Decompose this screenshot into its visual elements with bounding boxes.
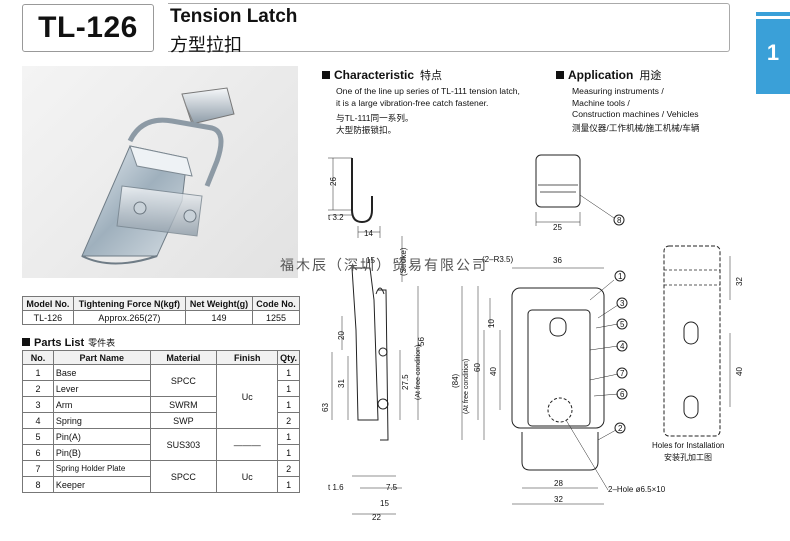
dim-label: 15: [380, 499, 389, 508]
chapter-tab-stripe: [756, 16, 790, 19]
characteristic-line: 大型防振锁扣。: [336, 124, 397, 135]
part-no: 8: [22, 476, 54, 493]
table-row: 5 Pin(A) SUS303 ——— 1: [22, 428, 300, 461]
dim-label: t 3.2: [328, 213, 344, 222]
characteristic-line: it is a large vibration-free catch faste…: [336, 97, 489, 108]
application-title-cn: 用途: [639, 70, 662, 82]
product-title-en: Tension Latch: [170, 6, 298, 27]
model-number: TL-126: [22, 4, 154, 52]
application-title-en: Application: [568, 68, 634, 82]
characteristic-title: Characteristic 特点: [322, 67, 442, 83]
dim-label: 36: [553, 256, 562, 265]
product-title-cn: 方型拉扣: [170, 35, 242, 55]
dim-label: 14: [364, 229, 373, 238]
spec-cell: 1255: [251, 310, 301, 325]
dim-label: 10: [487, 319, 496, 328]
dim-label: 63: [321, 403, 330, 412]
spec-cell: 149: [185, 310, 253, 325]
callout-7: 7: [620, 369, 625, 378]
dim-label: (2–R3.5): [482, 255, 513, 264]
dim-label: 20: [337, 331, 346, 340]
part-no: 3: [22, 396, 54, 413]
dim-label: 15: [366, 256, 375, 265]
spec-header: Code No.: [251, 296, 301, 311]
dim-label: 40: [489, 367, 498, 376]
part-name: Keeper: [52, 476, 151, 493]
application-line: Machine tools /: [572, 97, 630, 108]
dim-label: 27.5: [401, 374, 410, 390]
table-row: 1 Base SPCC Uc 1: [22, 364, 300, 429]
dim-label: 60: [473, 363, 482, 372]
callout-1: 1: [618, 272, 623, 281]
characteristic-text: One of the line up series of TL-111 tens…: [336, 86, 551, 136]
holes-caption-cn: 安装孔加工图: [664, 452, 712, 462]
application-line: Construction machines / Vehicles: [572, 109, 699, 119]
application-line: 测量仪器/工作机械/施工机械/车辆: [572, 122, 700, 133]
dim-label: 26: [329, 177, 338, 186]
table-row: 4 Spring SWP 2: [22, 412, 300, 429]
part-finish: ———: [216, 428, 279, 461]
dim-label: 7.5: [386, 483, 398, 492]
application-line: Measuring instruments /: [572, 86, 664, 96]
part-material: SPCC: [149, 364, 218, 397]
dim-label: 22: [372, 513, 381, 522]
dim-label: 28: [554, 479, 563, 488]
dim-label: 2–Hole ø6.5×10: [608, 485, 666, 494]
bullet-square-icon: [556, 71, 564, 79]
callout-4: 4: [620, 342, 625, 351]
part-material: SUS303: [149, 428, 218, 461]
parts-list-title-en: Parts List: [34, 337, 85, 349]
parts-header: Finish: [216, 350, 279, 365]
chapter-tab[interactable]: 1: [756, 12, 790, 94]
callout-2: 2: [618, 424, 623, 433]
dim-label: 25: [553, 223, 562, 232]
table-row: 7 Spring Holder Plate SPCC Uc 2: [22, 460, 300, 493]
application-text: Measuring instruments / Machine tools / …: [572, 86, 752, 134]
parts-header: Part Name: [52, 350, 151, 365]
parts-table: No. Part Name Material Finish Qty. 1 Bas…: [22, 350, 300, 493]
parts-list-title-cn: 零件表: [88, 338, 116, 348]
company-watermark: 福木辰（深圳）贸易有限公司: [280, 258, 488, 274]
spec-table: Model No. Tightening Force N(kgf) Net We…: [22, 296, 301, 325]
callout-5: 5: [620, 320, 625, 329]
dim-label: (Stroke): [399, 247, 408, 276]
application-title: Application 用途: [556, 67, 661, 83]
dim-label: 40: [735, 367, 744, 376]
characteristic-line: 与TL-111同一系列。: [336, 113, 414, 123]
dim-label: (84): [451, 373, 460, 388]
holes-caption-en: Holes for Installation: [652, 441, 724, 450]
callout-8: 8: [617, 216, 622, 225]
characteristic-title-en: Characteristic: [334, 68, 415, 82]
dim-label: t 1.6: [328, 483, 344, 492]
callout-6: 6: [620, 390, 625, 399]
dim-label: (At free condition): [415, 345, 422, 400]
dim-label: (At free condition): [463, 359, 470, 414]
title-frame: [168, 3, 730, 52]
bullet-square-icon: [22, 338, 30, 346]
characteristic-title-cn: 特点: [420, 70, 443, 82]
bullet-square-icon: [322, 71, 330, 79]
spec-row: TL-126 Approx.265(27) 149 1255: [22, 310, 301, 325]
characteristic-line: One of the line up series of TL-111 tens…: [336, 86, 520, 96]
dim-label: 31: [337, 379, 346, 388]
dim-label: 32: [735, 277, 744, 286]
spec-cell: Approx.265(27): [72, 310, 187, 325]
part-finish: Uc: [216, 460, 279, 493]
parts-header: No.: [22, 350, 54, 365]
dim-label: 32: [554, 495, 563, 504]
part-material: SPCC: [149, 460, 218, 493]
spec-cell: TL-126: [22, 310, 74, 325]
part-qty: 1: [277, 476, 300, 493]
table-row: 3 Arm SWRM 1: [22, 396, 300, 413]
product-photo: [22, 66, 298, 278]
dim-label: 56: [417, 337, 426, 346]
table-row: 8 Keeper 1: [22, 476, 300, 493]
callout-3: 3: [620, 299, 625, 308]
